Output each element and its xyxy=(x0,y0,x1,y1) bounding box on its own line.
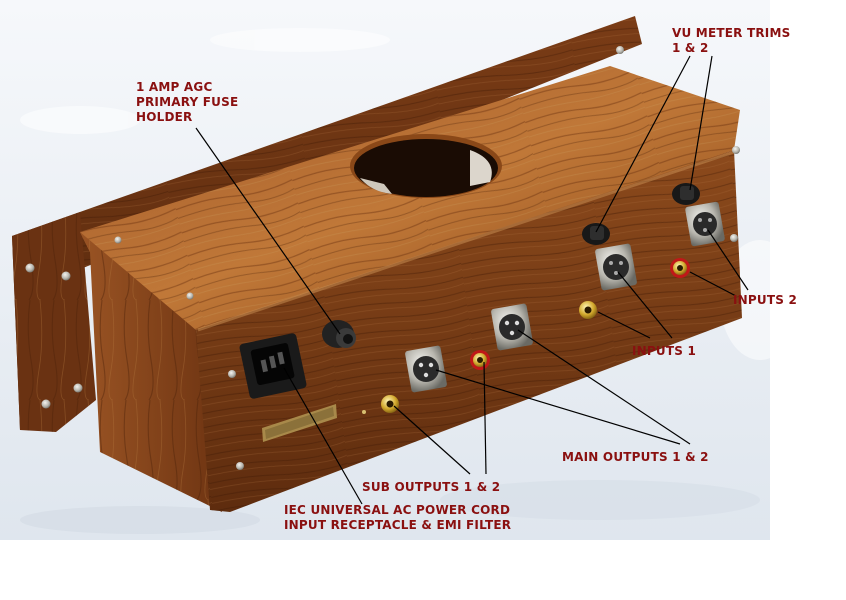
label-iec-inlet: IEC UNIVERSAL AC POWER CORD INPUT RECEPT… xyxy=(284,503,512,532)
xlr-connector-main-2 xyxy=(491,303,533,351)
snow-texture xyxy=(20,28,800,534)
fuse-holder xyxy=(322,320,356,348)
rca-jack-sub-output xyxy=(381,395,399,413)
xlr-connector-input-2 xyxy=(685,201,725,247)
xlr-connector-input-1 xyxy=(595,243,637,291)
xlr-connector-sub-main-1 xyxy=(405,345,447,393)
wooden-box-left-side xyxy=(80,232,222,512)
label-inputs-2: INPUTS 2 xyxy=(733,293,798,307)
label-vu-meter-trims: VU METER TRIMS 1 & 2 xyxy=(672,26,791,55)
wooden-box-top xyxy=(80,66,740,330)
rca-jack-input-2 xyxy=(670,258,690,278)
label-main-outputs: MAIN OUTPUTS 1 & 2 xyxy=(562,450,709,464)
vu-trim-pot-1 xyxy=(582,223,610,245)
flange-screw xyxy=(616,46,624,54)
flange-screw xyxy=(73,383,83,393)
flange-screw xyxy=(41,399,51,409)
label-inputs-1: INPUTS 1 xyxy=(632,344,697,358)
vu-trim-pot-2 xyxy=(672,183,700,205)
label-fuse-holder: 1 AMP AGC PRIMARY FUSE HOLDER xyxy=(136,80,239,124)
callout-leader-lines xyxy=(195,55,749,505)
top-cutout-hole xyxy=(350,134,502,198)
label-sub-outputs: SUB OUTPUTS 1 & 2 xyxy=(362,480,501,494)
rca-jack-main-red xyxy=(470,350,490,370)
rca-jack-input-1 xyxy=(579,301,597,319)
small-screw xyxy=(362,410,366,414)
iec-power-inlet xyxy=(239,333,307,399)
brass-nameplate xyxy=(262,404,337,442)
flange-screw xyxy=(25,263,35,273)
front-panel-screws xyxy=(114,146,740,470)
flange-screw xyxy=(61,271,71,281)
